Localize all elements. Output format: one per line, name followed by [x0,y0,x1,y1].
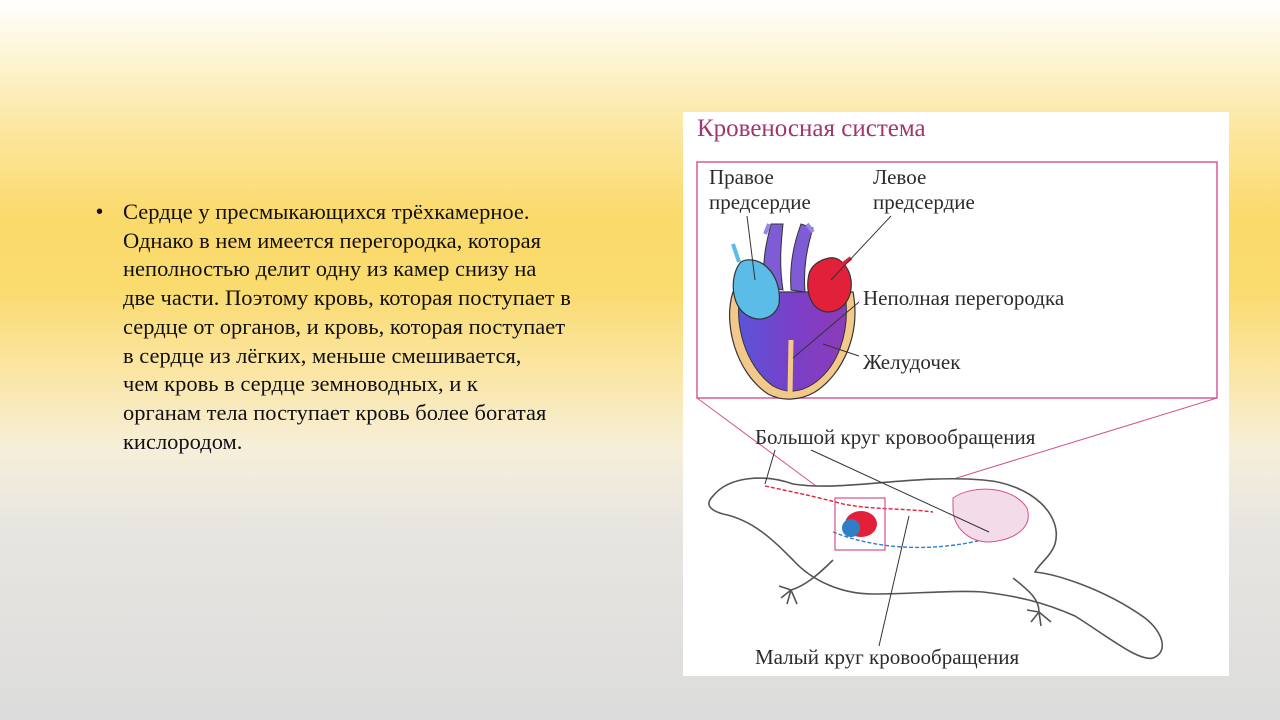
diagram-title: Кровеносная система [697,115,926,142]
heart-illustration [729,222,856,400]
lizard-hind-leg [1012,577,1052,627]
label-right-atrium-line1: Правое [709,165,774,189]
zoom-line-left [696,397,836,501]
lizard-body-outline [708,477,1164,660]
bullet-dot: • [96,201,104,223]
bullet-line: две части. Поэтому кровь, которая поступ… [123,285,571,311]
bullet-line: в сердце из лёгких, меньше смешивается, [123,342,522,368]
circulatory-diagram: Кровеносная система Правое предсердие Ле… [696,115,1218,669]
bullet-line: Однако в нем имеется перегородка, котора… [123,227,541,253]
circulatory-diagram-panel: Кровеносная система Правое предсердие Ле… [683,112,1229,676]
label-right-atrium-line2: предсердие [709,190,811,214]
leader-line-right-atrium [746,215,756,281]
lungs [952,488,1029,543]
arrow-up-right [805,222,815,234]
bullet-line: чем кровь в сердце земноводных, и к [123,371,478,397]
arrow-up-left [763,223,771,235]
leader-line-septum [792,301,860,359]
systemic-arteries [764,485,934,513]
bullet-line: сердце от органов, и кровь, которая пост… [123,313,566,339]
leader-line-systemic-1 [764,449,776,485]
arrow-to-right-atrium [731,243,741,263]
text-bullet-block: • Сердце у пресмыкающихся трёхкамерное. … [96,198,666,456]
right-atrium [732,259,780,320]
incomplete-septum [787,339,794,395]
label-left-atrium-line2: предсердие [873,190,975,214]
label-pulmonary-circulation: Малый круг кровообращения [755,645,1019,669]
left-atrium [807,257,852,313]
leader-line-pulmonary [878,515,910,647]
lizard-illustration [708,477,1164,660]
bullet-line: кислородом. [123,428,243,454]
label-systemic-circulation: Большой круг кровообращения [755,425,1036,449]
bullet-line: органам тела поступает кровь более богат… [123,399,547,425]
leader-line-systemic-2 [810,449,990,533]
heart-inset-frame [696,161,1218,399]
great-vessels [763,223,814,293]
lizard-heart-highlight [834,497,886,551]
lizard-heart-venous-side [842,519,860,537]
label-ventricle: Желудочек [863,350,961,374]
leader-line-left-atrium [830,215,892,281]
arrow-to-left-atrium [841,256,853,266]
bullet-line: неполностью делит одну из камер снизу на [123,256,537,282]
bullet-text: Сердце у пресмыкающихся трёхкамерное. Од… [123,198,666,456]
label-left-atrium-line1: Левое [873,165,926,189]
label-incomplete-septum: Неполная перегородка [863,286,1065,310]
leader-line-ventricle [822,343,860,357]
lizard-front-leg [778,559,834,605]
bullet-line: Сердце у пресмыкающихся трёхкамерное. [123,199,530,224]
